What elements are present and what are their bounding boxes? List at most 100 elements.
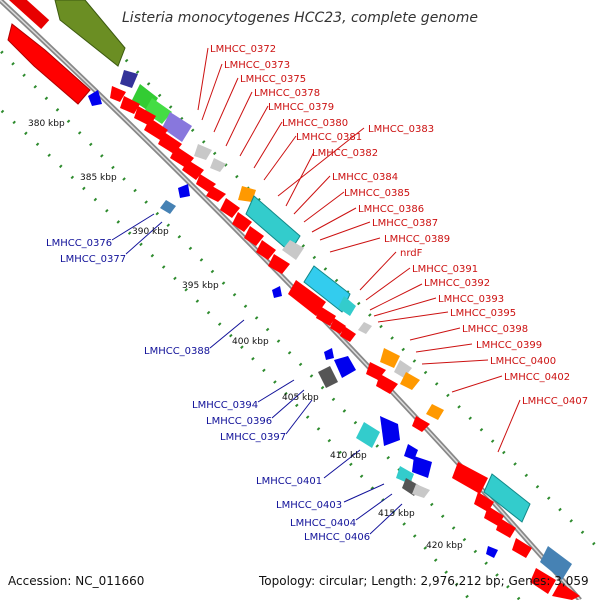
gene-feature <box>272 286 282 298</box>
gene-feature <box>162 112 192 142</box>
gene-feature <box>486 546 498 558</box>
gene-feature <box>288 280 326 316</box>
gene-label: LMHCC_0397 <box>220 432 286 443</box>
gene-feature <box>358 322 372 334</box>
gene-feature <box>144 98 172 124</box>
tick-label: 400 kbp <box>232 337 269 347</box>
gene-label: LMHCC_0380 <box>282 118 348 129</box>
accession-text: Accession: NC_011660 <box>8 574 145 588</box>
gene-feature <box>220 198 240 218</box>
gene-feature <box>182 160 204 180</box>
forward-genes <box>4 0 580 600</box>
gene-feature <box>412 416 430 432</box>
gene-feature <box>54 0 126 67</box>
gene-feature <box>120 70 138 88</box>
gene-feature <box>340 326 356 342</box>
gene-feature <box>256 240 276 260</box>
gene-label: LMHCC_0375 <box>240 74 306 85</box>
gene-label: LMHCC_0372 <box>210 44 276 55</box>
tick-label: 395 kbp <box>182 281 219 291</box>
gene-label: LMHCC_0404 <box>290 518 356 529</box>
gene-label: LMHCC_0377 <box>60 254 126 265</box>
gene-label: LMHCC_0401 <box>256 476 322 487</box>
tick-label: 390 kbp <box>132 227 169 237</box>
gene-feature <box>452 462 488 494</box>
tick-label: 410 kbp <box>330 451 367 461</box>
tick-label: 380 kbp <box>28 119 65 129</box>
gene-feature <box>210 158 226 172</box>
reverse-leaders <box>111 213 403 535</box>
gene-feature <box>238 186 256 202</box>
gene-label: LMHCC_0396 <box>206 416 272 427</box>
gene-feature <box>88 90 102 106</box>
gene-label: LMHCC_0381 <box>296 132 362 143</box>
gene-feature <box>426 404 444 420</box>
gene-label: LMHCC_0402 <box>504 372 570 383</box>
gene-label: LMHCC_0383 <box>368 124 434 135</box>
gene-label: LMHCC_0406 <box>304 532 370 543</box>
gene-feature <box>144 118 168 140</box>
gene-feature <box>334 356 356 378</box>
gene-label: LMHCC_0395 <box>450 308 516 319</box>
gene-label: LMHCC_0388 <box>144 346 210 357</box>
gene-label: LMHCC_0407 <box>522 396 588 407</box>
gene-feature <box>376 374 398 394</box>
gene-label: LMHCC_0392 <box>424 278 490 289</box>
gene-label: LMHCC_0387 <box>372 218 438 229</box>
gene-feature <box>483 473 531 523</box>
tick-labels: 380 kbp 385 kbp 390 kbp 395 kbp 400 kbp … <box>28 119 463 551</box>
gene-feature <box>338 296 356 316</box>
gene-label: LMHCC_0385 <box>344 188 410 199</box>
gene-feature <box>330 318 346 334</box>
tick-label: 415 kbp <box>378 509 415 519</box>
gene-label: LMHCC_0376 <box>46 238 112 249</box>
gene-label: LMHCC_0394 <box>192 400 258 411</box>
tick-label: 420 kbp <box>426 541 463 551</box>
gene-feature <box>540 546 572 580</box>
gene-label: LMHCC_0400 <box>490 356 556 367</box>
gene-feature <box>396 466 414 484</box>
gene-label: LMHCC_0382 <box>312 148 378 159</box>
tick-dots-inner <box>0 107 472 600</box>
gene-feature <box>356 422 380 448</box>
tick-label: 385 kbp <box>80 173 117 183</box>
gene-feature <box>232 212 252 232</box>
gene-feature <box>400 372 420 390</box>
gene-feature <box>196 174 216 192</box>
gene-feature <box>412 484 430 498</box>
gene-label: LMHCC_0379 <box>268 102 334 113</box>
gene-feature <box>244 226 264 246</box>
gene-feature <box>268 254 290 274</box>
gene-feature <box>4 0 50 29</box>
gene-feature <box>404 444 418 460</box>
gene-feature <box>496 518 516 538</box>
gene-feature <box>552 582 580 600</box>
gene-feature <box>194 144 212 160</box>
gene-label: LMHCC_0373 <box>224 60 290 71</box>
gene-label: LMHCC_0378 <box>254 88 320 99</box>
gene-feature <box>120 96 140 114</box>
gene-label: LMHCC_0398 <box>462 324 528 335</box>
gene-label: LMHCC_0403 <box>276 500 342 511</box>
reverse-genes <box>88 90 498 558</box>
gene-label: LMHCC_0384 <box>332 172 398 183</box>
gene-label: LMHCC_0393 <box>438 294 504 305</box>
map-title: Listeria monocytogenes HCC23, complete g… <box>122 10 478 26</box>
gene-label: LMHCC_0399 <box>476 340 542 351</box>
gene-feature <box>380 416 400 446</box>
gene-feature <box>530 568 556 594</box>
gene-feature <box>206 186 226 202</box>
gene-feature <box>512 538 532 558</box>
gene-feature <box>316 306 336 326</box>
forward-gene-labels: LMHCC_0372 LMHCC_0373 LMHCC_0375 LMHCC_0… <box>210 44 588 407</box>
gene-feature <box>324 348 334 360</box>
gene-label: LMHCC_0391 <box>412 264 478 275</box>
gene-feature <box>160 200 176 214</box>
gene-feature <box>318 366 338 388</box>
genome-summary-text: Topology: circular; Length: 2,976,212 bp… <box>259 574 589 588</box>
forward-leaders <box>197 47 521 453</box>
gene-feature <box>178 184 190 198</box>
gene-feature <box>282 240 304 260</box>
gene-label: LMHCC_0386 <box>358 204 424 215</box>
